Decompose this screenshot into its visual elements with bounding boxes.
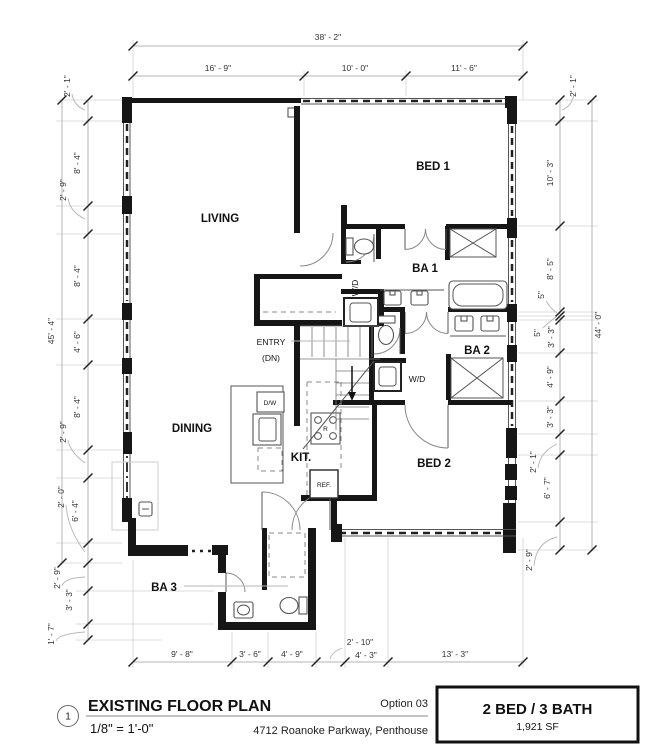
dim-left-2: 2' - 9" <box>58 179 68 201</box>
dim-left-0: 2' - 1" <box>62 75 72 97</box>
range-icon <box>310 412 341 445</box>
entry-label: ENTRY <box>257 337 286 347</box>
dim-bottom-0: 9' - 8" <box>171 649 193 659</box>
room-label-living: LIVING <box>201 213 239 225</box>
sink-icons-ba1 <box>380 289 444 306</box>
dim-left-4: 4' - 6" <box>72 331 82 353</box>
fixtures <box>230 228 508 619</box>
dim-left-9: 2' - 9" <box>52 567 62 589</box>
dim-right-3: 5" <box>536 291 546 299</box>
dim-bottom-1: 3' - 6" <box>239 649 261 659</box>
kitchen-counter <box>306 381 342 497</box>
room-label-ba1: BA 1 <box>412 263 438 275</box>
dim-bottom-4: 4' - 3" <box>355 650 377 660</box>
sink-icon-ba3 <box>233 601 254 619</box>
room-label-ba2: BA 2 <box>464 345 490 357</box>
dim-top-seg-2: 11' - 6" <box>451 63 477 73</box>
dim-left-10: 3' - 3" <box>64 589 74 611</box>
toilet-icon-ba3 <box>279 596 308 615</box>
exterior-walls <box>122 96 517 553</box>
entry-dn-label: (DN) <box>262 353 280 363</box>
title-block: 1 EXISTING FLOOR PLAN 1/8" = 1'-0" Optio… <box>57 698 428 737</box>
dim-right-6: 4' - 9" <box>545 366 555 388</box>
refrigerator-icon <box>309 469 339 499</box>
dim-top-overall: 38' - 2" <box>315 32 341 42</box>
interior-walls <box>254 106 512 531</box>
dim-left-5: 8' - 4" <box>72 396 82 418</box>
dim-left-overall: 45' - 4" <box>46 318 56 344</box>
dim-left-6: 2' - 9" <box>58 421 68 443</box>
room-label-dining: DINING <box>172 423 212 435</box>
plan-address: 4712 Roanoke Parkway, Penthouse <box>253 725 428 737</box>
toilet-icon-ba1 <box>345 237 375 256</box>
shower-x-ba2 <box>450 357 504 399</box>
dim-right-2: 8' - 5" <box>545 258 555 280</box>
plan-title: EXISTING FLOOR PLAN <box>88 698 271 715</box>
room-label-bed2: BED 2 <box>417 458 451 470</box>
kitchen-island <box>230 385 285 484</box>
dim-right-7: 3' - 3" <box>545 406 555 428</box>
dim-right-0: 2' - 1" <box>568 75 578 97</box>
dim-left-3: 8' - 4" <box>72 265 82 287</box>
stairs <box>184 325 380 587</box>
wd-lower-label: W/D <box>409 374 426 384</box>
dim-left-1: 8' - 4" <box>72 152 82 174</box>
dim-right-9: 6' - 7" <box>542 477 552 499</box>
dim-right-overall: 44' - 0" <box>593 312 603 338</box>
dim-left-11: 1' - 7" <box>46 623 56 645</box>
plan-scale: 1/8" = 1'-0" <box>90 721 154 736</box>
washer-dryer-lower-icon <box>373 361 402 392</box>
ref-label: REF. <box>317 482 331 489</box>
room-label-bed1: BED 1 <box>416 161 450 173</box>
dw-label: D/W <box>264 400 278 407</box>
dim-right-4: 5" <box>532 329 542 337</box>
toilet-icon-ba2 <box>376 315 396 346</box>
dim-right-5: 3' - 3" <box>546 326 556 348</box>
dimension-labels: 38' - 2" 16' - 9" 10' - 0" 11' - 6" 45' … <box>46 32 603 660</box>
stair-down-arrow-icon <box>348 392 356 401</box>
dim-right-8: 2' - 1" <box>528 451 538 473</box>
beds-baths-label: 2 BED / 3 BATH <box>483 701 593 718</box>
dim-right-1: 10' - 3" <box>545 160 555 186</box>
plan-option: Option 03 <box>380 698 428 710</box>
dim-bottom-5: 13' - 3" <box>442 649 468 659</box>
summary-box: 2 BED / 3 BATH 1,921 SF <box>435 685 640 744</box>
dim-right-10: 2' - 9" <box>524 549 534 571</box>
sink-icons-ba2 <box>450 315 506 337</box>
dimension-lines <box>55 40 598 668</box>
dim-top-seg-1: 10' - 0" <box>342 63 368 73</box>
area-label: 1,921 SF <box>516 721 559 733</box>
washer-dryer-upper-icon <box>343 297 379 327</box>
ba3-walls <box>111 461 331 630</box>
dim-left-8: 6' - 4" <box>70 500 80 522</box>
bathtub-icon <box>448 280 508 310</box>
room-labels: LIVING DINING KIT. BED 1 BED 2 BA 1 BA 2… <box>151 161 490 594</box>
dim-bottom-3: 2' - 10" <box>347 637 373 647</box>
detail-number: 1 <box>65 712 71 723</box>
closet-x-ba1 <box>449 228 497 258</box>
room-label-kitchen: KIT. <box>291 452 311 464</box>
room-label-ba3: BA 3 <box>151 582 177 594</box>
dim-left-7: 2' - 0" <box>56 486 66 508</box>
wd-upper-label: W/D <box>350 280 360 297</box>
dim-bottom-2: 4' - 9" <box>281 649 303 659</box>
range-label: R <box>323 426 328 433</box>
detail-number-bubble <box>57 705 79 727</box>
dim-top-seg-0: 16' - 9" <box>205 63 231 73</box>
